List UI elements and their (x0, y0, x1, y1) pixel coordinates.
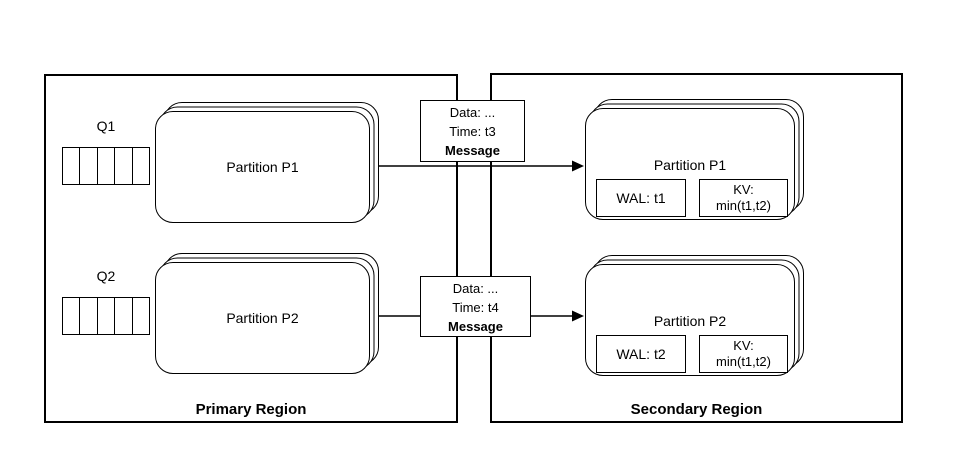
wal-box-p2: WAL: t2 (596, 335, 686, 373)
kv-box-p1: KV: min(t1,t2) (699, 179, 788, 217)
message1-title: Message (445, 143, 500, 158)
queue-cell (133, 298, 149, 334)
queue-cell (63, 298, 81, 334)
secondary-partition-p2-front: Partition P2 WAL: t2 KV: min(t1,t2) (585, 264, 795, 376)
primary-partition-p1-front: Partition P1 (155, 111, 370, 223)
kv-box-p2: KV: min(t1,t2) (699, 335, 788, 373)
queue-cell (80, 148, 98, 184)
message-box-1: Data: ... Time: t3 Message (420, 100, 525, 162)
kv-title: KV: (733, 338, 754, 353)
primary-partition-p1-label: Partition P1 (226, 159, 299, 175)
queue-cell (133, 148, 149, 184)
secondary-partition-p1-label: Partition P1 (653, 157, 727, 173)
queue-q1 (62, 147, 150, 185)
primary-region-label: Primary Region (195, 401, 307, 418)
queue-q2 (62, 297, 150, 335)
message2-title: Message (448, 319, 503, 334)
message2-data: Data: ... (452, 281, 499, 296)
message1-time: Time: t3 (449, 124, 496, 139)
queue-cell (80, 298, 98, 334)
secondary-partition-p1: Partition P1 WAL: t1 KV: min(t1,t2) (585, 99, 804, 220)
primary-partition-p2: Partition P2 (155, 253, 379, 374)
kv-value: min(t1,t2) (716, 354, 771, 369)
queue-cell (98, 298, 116, 334)
primary-region-box: Primary Region (44, 74, 458, 423)
secondary-partition-p2: Partition P2 WAL: t2 KV: min(t1,t2) (585, 255, 804, 376)
queue-cell (115, 148, 133, 184)
message-box-2: Data: ... Time: t4 Message (420, 276, 531, 337)
primary-partition-p2-front: Partition P2 (155, 262, 370, 374)
message1-data: Data: ... (449, 105, 496, 120)
message2-time: Time: t4 (452, 300, 499, 315)
secondary-region-label: Secondary Region (630, 401, 763, 418)
queue-cell (63, 148, 81, 184)
secondary-partition-p2-label: Partition P2 (653, 313, 727, 329)
wal-box-p1: WAL: t1 (596, 179, 686, 217)
queue-q2-label: Q2 (96, 268, 116, 284)
secondary-region-box: Secondary Region (490, 73, 903, 423)
kv-title: KV: (733, 182, 754, 197)
secondary-partition-p1-front: Partition P1 WAL: t1 KV: min(t1,t2) (585, 108, 795, 220)
primary-partition-p2-label: Partition P2 (226, 310, 299, 326)
queue-cell (98, 148, 116, 184)
kv-value: min(t1,t2) (716, 198, 771, 213)
queue-cell (115, 298, 133, 334)
primary-partition-p1: Partition P1 (155, 102, 379, 223)
queue-q1-label: Q1 (96, 118, 116, 134)
